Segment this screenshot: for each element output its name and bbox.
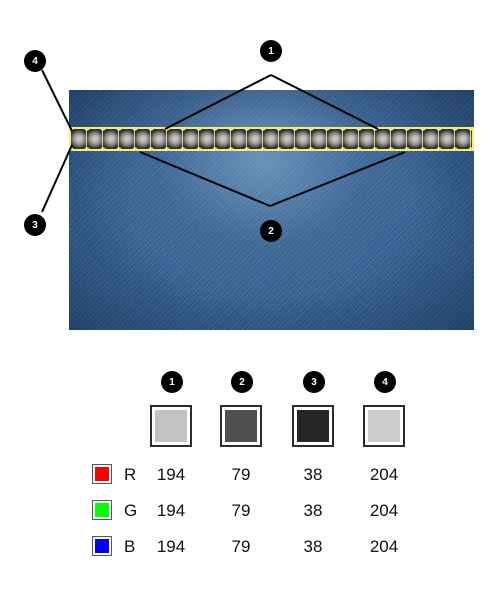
header-marker-2: 2	[231, 371, 253, 393]
callout-marker-1: 1	[260, 40, 282, 62]
color-swatch-3	[292, 405, 334, 447]
callout-line-1b	[270, 74, 379, 130]
callout-line-3	[41, 144, 73, 213]
callout-line-2a	[139, 151, 271, 207]
header-marker-1: 1	[161, 371, 183, 393]
color-swatch-1	[150, 405, 192, 447]
value-b-3: 38	[303, 537, 323, 556]
header-marker-4: 4	[374, 371, 396, 393]
callout-line-4	[41, 69, 73, 132]
channel-swatch-b	[92, 536, 112, 556]
table-header-col-1: 1	[150, 371, 194, 393]
value-b-2: 79	[231, 537, 251, 556]
header-marker-3: 3	[303, 371, 325, 393]
callout-line-1a	[164, 74, 272, 130]
callout-line-2b	[269, 151, 406, 207]
color-swatch-2	[220, 405, 262, 447]
value-g-4: 204	[369, 501, 399, 520]
callout-marker-4: 4	[24, 50, 46, 72]
color-swatch-4	[363, 405, 405, 447]
channel-swatch-r	[92, 464, 112, 484]
table-header-col-4: 4	[363, 371, 407, 393]
table-header-col-2: 2	[220, 371, 264, 393]
value-r-3: 38	[303, 465, 323, 484]
channel-label-b: B	[124, 537, 136, 556]
table-header-col-3: 3	[292, 371, 336, 393]
value-r-4: 204	[369, 465, 399, 484]
value-g-3: 38	[303, 501, 323, 520]
callout-marker-2: 2	[260, 220, 282, 242]
channel-label-g: G	[124, 501, 138, 520]
value-g-1: 194	[156, 501, 186, 520]
channel-label-r: R	[124, 465, 137, 484]
value-b-1: 194	[156, 537, 186, 556]
value-b-4: 204	[369, 537, 399, 556]
value-g-2: 79	[231, 501, 251, 520]
channel-swatch-g	[92, 500, 112, 520]
callout-marker-3: 3	[24, 214, 46, 236]
seam-stitch-strip	[69, 127, 474, 151]
value-r-2: 79	[231, 465, 251, 484]
value-r-1: 194	[156, 465, 186, 484]
